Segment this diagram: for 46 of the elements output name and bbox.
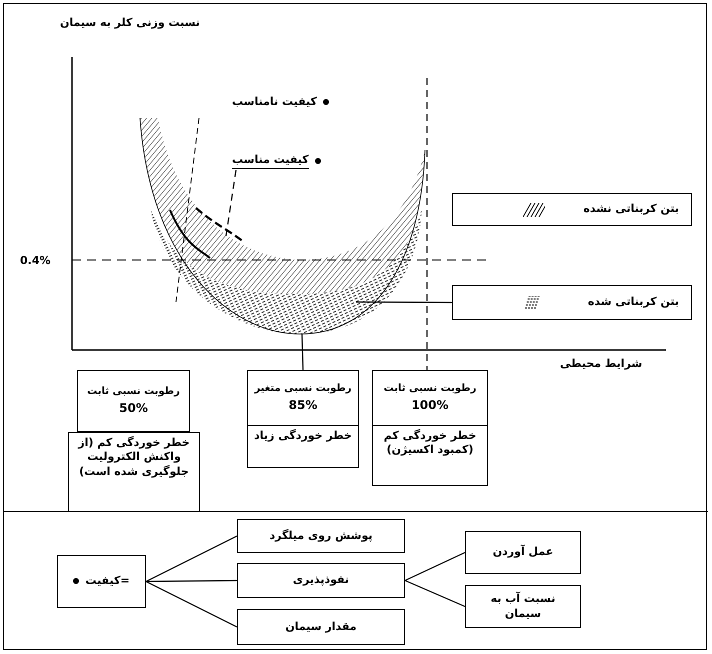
- axis-title: شرایط محیطی: [560, 357, 642, 370]
- axis-title: نسبت وزنی کلر به سیمان: [60, 16, 200, 29]
- text-box: [247, 425, 359, 468]
- connector-line: [146, 580, 237, 582]
- node-text: پوشش روی میلگرد: [270, 528, 372, 544]
- node-text: رطوبت نسبی متغیر: [254, 382, 352, 396]
- legend-box: [452, 193, 692, 226]
- axis-value: 0.4%: [20, 254, 51, 267]
- connector-line: [301, 334, 304, 370]
- node-text: نسبت آب به سیمان: [490, 592, 556, 621]
- legend-box: [452, 285, 692, 320]
- connector-line: [225, 170, 237, 236]
- connector-line: [146, 580, 238, 628]
- percent-value: 85%: [288, 398, 318, 414]
- text-box: [237, 519, 405, 553]
- node-text: خطر خوردگی کم (کمبود اکسیژن): [382, 429, 478, 458]
- text-box: [237, 563, 405, 598]
- legend-text: بتن کربناتی شده: [588, 295, 679, 310]
- percent-value: 50%: [119, 401, 148, 417]
- text-box: [68, 432, 200, 512]
- zone-label: کیفیت نامناسب: [232, 95, 329, 108]
- connector-line: [356, 301, 452, 304]
- leader-line: [426, 78, 428, 370]
- node-text: کیفیت مناسب: [232, 153, 309, 169]
- node-text: نفوذپذیری: [292, 573, 350, 588]
- percent-value: 100%: [411, 398, 449, 414]
- text-box: [77, 370, 190, 432]
- connector-line: [404, 552, 466, 582]
- text-box: [372, 425, 488, 486]
- node-text: =کیفیت: [85, 574, 130, 589]
- text-box: [465, 585, 581, 628]
- node-text: رطوبت نسبی ثابت: [384, 382, 476, 396]
- text-box: [57, 555, 146, 608]
- node-text: خطر خوردگی کم (از واکنش الکترولیت جلوگیری شده است): [76, 436, 191, 479]
- node-text: مقدار سیمان: [285, 620, 357, 634]
- node-text: خطر خوردگی زیاد: [254, 429, 352, 444]
- connector-line: [404, 580, 466, 608]
- node-text: عمل آوردن: [492, 545, 554, 560]
- connector-line: [146, 535, 238, 582]
- text-box: [247, 370, 359, 426]
- legend-text: بتن کربناتی نشده: [583, 202, 679, 217]
- text-box: [465, 531, 581, 574]
- text-box: [372, 370, 488, 426]
- node-text: رطوبت نسبی ثابت: [87, 385, 180, 398]
- concrete-zone-drawing: [140, 118, 426, 334]
- text-box: [237, 609, 405, 645]
